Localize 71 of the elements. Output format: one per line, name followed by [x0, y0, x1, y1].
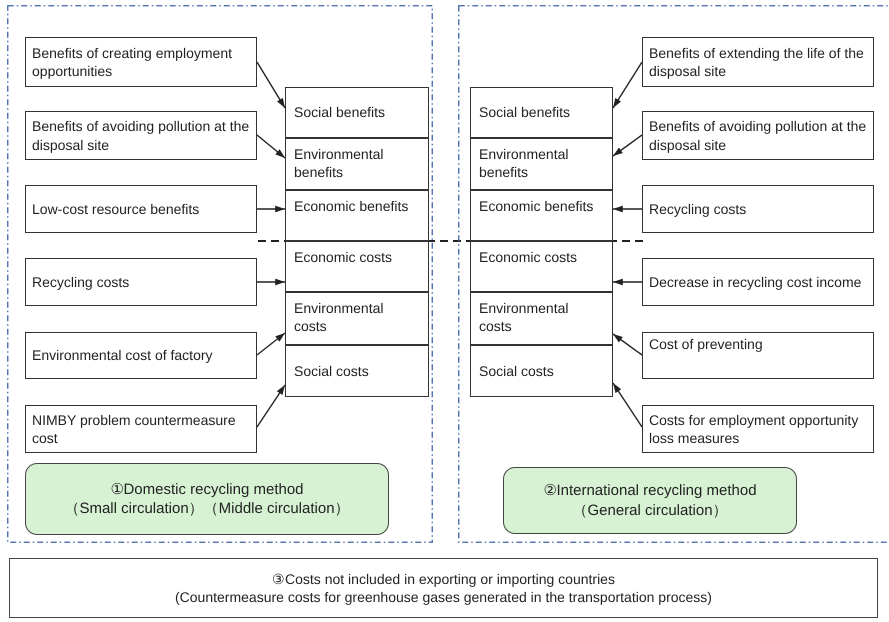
- category-cell: [470, 345, 613, 397]
- cost-benefit-box: [642, 405, 874, 453]
- category-cell: [470, 190, 613, 241]
- label-text: NIMBY problem countermeasure cost: [32, 410, 237, 448]
- category-cell: [470, 292, 613, 345]
- cost-benefit-box: [25, 258, 257, 306]
- note-box: [9, 558, 878, 618]
- label-text: Environmental benefits: [479, 146, 568, 180]
- heading-text: ③Costs not included in exporting or importing countries: [272, 570, 615, 588]
- subtitle-text: (Countermeasure costs for greenhouse gases generated in the transportation process): [175, 588, 712, 606]
- label-text: Low-cost resource benefits: [32, 200, 200, 218]
- cost-benefit-box: [642, 258, 874, 306]
- arrow: [257, 206, 285, 212]
- label-text: Cost of preventing: [649, 335, 764, 354]
- dashed-panel: [7, 5, 433, 543]
- label-text: Economic benefits: [479, 198, 594, 214]
- arrow: [612, 62, 643, 108]
- arrow: [612, 333, 642, 356]
- arrow: [256, 384, 286, 428]
- cost-benefit-box: [642, 185, 874, 233]
- category-cell: [470, 138, 613, 190]
- label-text: Decrease in recycling cost income: [649, 272, 862, 292]
- label-text: Social costs: [479, 362, 554, 380]
- subtitle-text: （General circulation）: [572, 500, 728, 520]
- category-cell: [285, 138, 429, 190]
- dashed-panel: [458, 5, 889, 543]
- cost-benefit-box: [25, 332, 257, 379]
- category-cell: [285, 241, 429, 292]
- category-cell: [285, 87, 429, 138]
- arrow: [612, 382, 643, 428]
- label-text: Environmental costs: [479, 300, 568, 334]
- arrow: [256, 134, 286, 159]
- label-text: Social costs: [294, 362, 369, 380]
- label-text: Economic costs: [479, 249, 578, 265]
- cost-benefit-box: [25, 185, 257, 233]
- label-text: Benefits of extending the life of the disposal site: [649, 44, 865, 80]
- arrow: [612, 134, 642, 157]
- cost-benefit-box: [642, 37, 874, 87]
- label-text: Recycling costs: [32, 272, 130, 292]
- label-text: Benefits of avoiding pollution at the disposal site: [649, 117, 867, 154]
- label-text: Environmental cost of factory: [32, 346, 214, 365]
- arrow: [257, 278, 285, 286]
- method-box: [25, 463, 389, 535]
- arrow: [256, 332, 286, 356]
- label-text: Recycling costs: [649, 200, 748, 218]
- category-cell: [285, 190, 429, 241]
- category-cell: [470, 241, 613, 292]
- cost-benefit-box: [25, 111, 257, 160]
- label-text: Environmental costs: [294, 300, 384, 334]
- label-text: Economic benefits: [294, 198, 408, 214]
- subtitle-text: （Small circulation）（Middle circulation）: [64, 499, 350, 518]
- cost-benefit-box: [642, 332, 874, 379]
- label-text: Environmental benefits: [294, 146, 384, 180]
- heading-text: ①Domestic recycling method: [110, 480, 304, 499]
- label-text: Benefits of creating employment opportunities: [32, 44, 233, 80]
- label-text: Social benefits: [479, 103, 570, 122]
- category-cell: [285, 292, 429, 345]
- label-text: Social benefits: [294, 103, 386, 122]
- method-box: [503, 467, 797, 534]
- cost-benefit-box: [25, 37, 257, 87]
- cost-benefit-box: [25, 405, 257, 453]
- label-text: Benefits of avoiding pollution at the disposal site: [32, 117, 250, 154]
- cost-benefit-box: [642, 111, 874, 160]
- heading-text: ②International recycling method: [543, 481, 757, 500]
- label-text: Costs for employment opportunity loss measures: [649, 410, 860, 448]
- arrow: [613, 206, 642, 212]
- label-text: Economic costs: [294, 249, 392, 265]
- arrow: [613, 278, 642, 286]
- arrow: [256, 62, 286, 108]
- category-cell: [285, 345, 429, 397]
- category-cell: [470, 87, 613, 138]
